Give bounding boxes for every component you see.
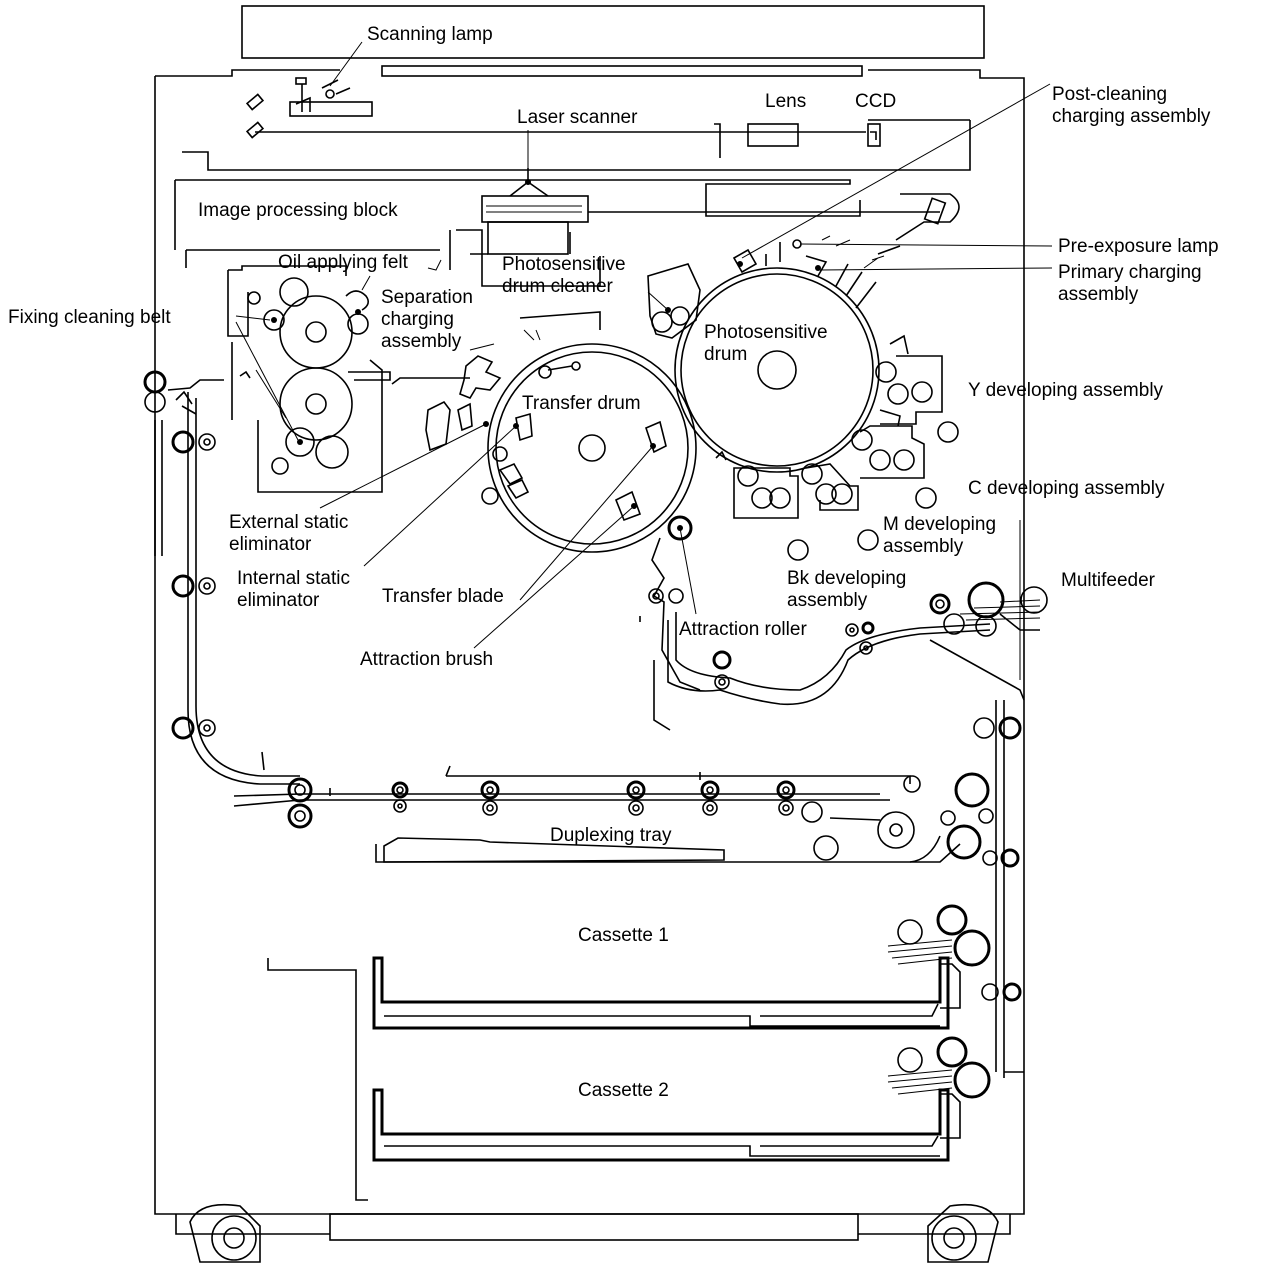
lens-body: [747, 123, 799, 147]
label-image-processing-block: Image processing block: [198, 200, 398, 221]
label-photosensitive-drum: Photosensitive drum: [704, 322, 828, 365]
label-scanning-lamp: Scanning lamp: [367, 24, 493, 45]
label-internal-static-eliminator: Internal static eliminator: [237, 568, 350, 611]
label-primary-charging-assembly: Primary charging assembly: [1058, 262, 1202, 305]
duplexing-unit: [233, 751, 961, 863]
label-ccd: CCD: [855, 91, 897, 112]
scanner-optics: [182, 77, 971, 171]
original-glass-cover: [241, 5, 985, 77]
label-external-static-eliminator: External static eliminator: [229, 512, 349, 555]
label-cassette-1: Cassette 1: [578, 925, 669, 946]
cassette-1: [372, 904, 1022, 1030]
transfer-drum-assembly: [391, 311, 697, 553]
fixing-assembly: [227, 265, 391, 493]
cassette-frame: [267, 958, 1024, 1201]
label-c-developing-assembly: C developing assembly: [968, 478, 1165, 499]
right-feed-path: [909, 700, 1022, 1078]
label-attraction-roller: Attraction roller: [679, 619, 807, 640]
multifeeder-assembly: [929, 581, 1048, 701]
label-lens: Lens: [765, 91, 807, 112]
label-laser-scanner: Laser scanner: [517, 107, 638, 128]
label-post-cleaning-charging-assembly: Post-cleaning charging assembly: [1052, 84, 1211, 127]
label-multifeeder: Multifeeder: [1061, 570, 1155, 591]
label-photosensitive-drum-cleaner: Photosensitive drum cleaner: [502, 254, 626, 297]
label-m-developing-assembly: M developing assembly: [883, 514, 997, 557]
main-body-frame: [154, 69, 1025, 1215]
leader-lines: [235, 41, 1053, 680]
ccd-body: [867, 123, 881, 147]
label-bk-developing-assembly: Bk developing assembly: [787, 568, 907, 611]
label-transfer-blade: Transfer blade: [382, 586, 504, 607]
cassette-2: [372, 1036, 991, 1162]
label-duplexing-tray: Duplexing tray: [550, 825, 672, 846]
label-pre-exposure-lamp: Pre-exposure lamp: [1058, 236, 1219, 257]
left-paper-path: [143, 370, 300, 785]
label-fixing-cleaning-belt: Fixing cleaning belt: [8, 307, 171, 328]
base-and-casters: [175, 1203, 1011, 1263]
photosensitive-drum-assembly: [647, 235, 959, 561]
label-separation-charging-assembly: Separation charging assembly: [381, 287, 473, 352]
label-cassette-2: Cassette 2: [578, 1080, 669, 1101]
label-attraction-brush: Attraction brush: [360, 649, 494, 670]
laser-scanner-unit: [174, 168, 960, 287]
attraction-roller-area: [639, 515, 991, 731]
label-oil-applying-felt: Oil applying felt: [278, 252, 408, 273]
label-transfer-drum: Transfer drum: [522, 393, 641, 414]
label-y-developing-assembly: Y developing assembly: [968, 380, 1164, 401]
